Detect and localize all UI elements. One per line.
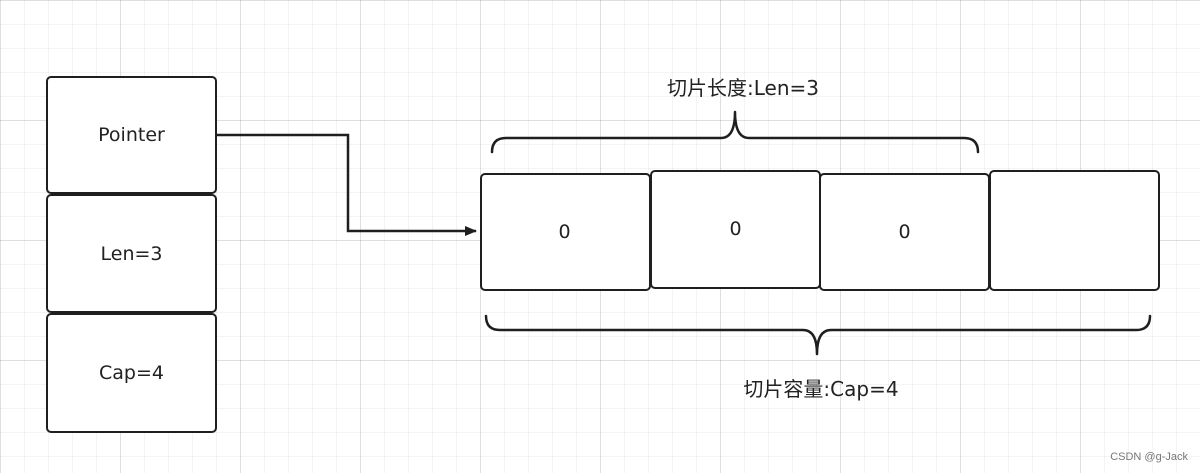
cap-field-box: Cap=4 [46,313,217,433]
length-label: 切片长度:Len=3 [667,76,819,100]
length-brace [490,110,980,154]
capacity-brace [484,314,1152,356]
array-cell-0-value: 0 [558,221,571,243]
pointer-field-box: Pointer [46,76,217,194]
len-field-box: Len=3 [46,194,217,313]
array-cell-2-value: 0 [898,221,911,243]
len-field-label: Len=3 [100,242,163,265]
array-cell-1: 0 [650,170,821,289]
pointer-field-label: Pointer [98,124,165,146]
watermark-text: CSDN @g-Jack [1110,451,1188,463]
array-cell-0: 0 [480,173,651,291]
capacity-label: 切片容量:Cap=4 [743,377,899,401]
pointer-arrow [217,133,477,236]
array-cell-3 [989,170,1160,291]
array-cell-1-value: 0 [729,217,742,240]
cap-field-label: Cap=4 [99,362,164,384]
